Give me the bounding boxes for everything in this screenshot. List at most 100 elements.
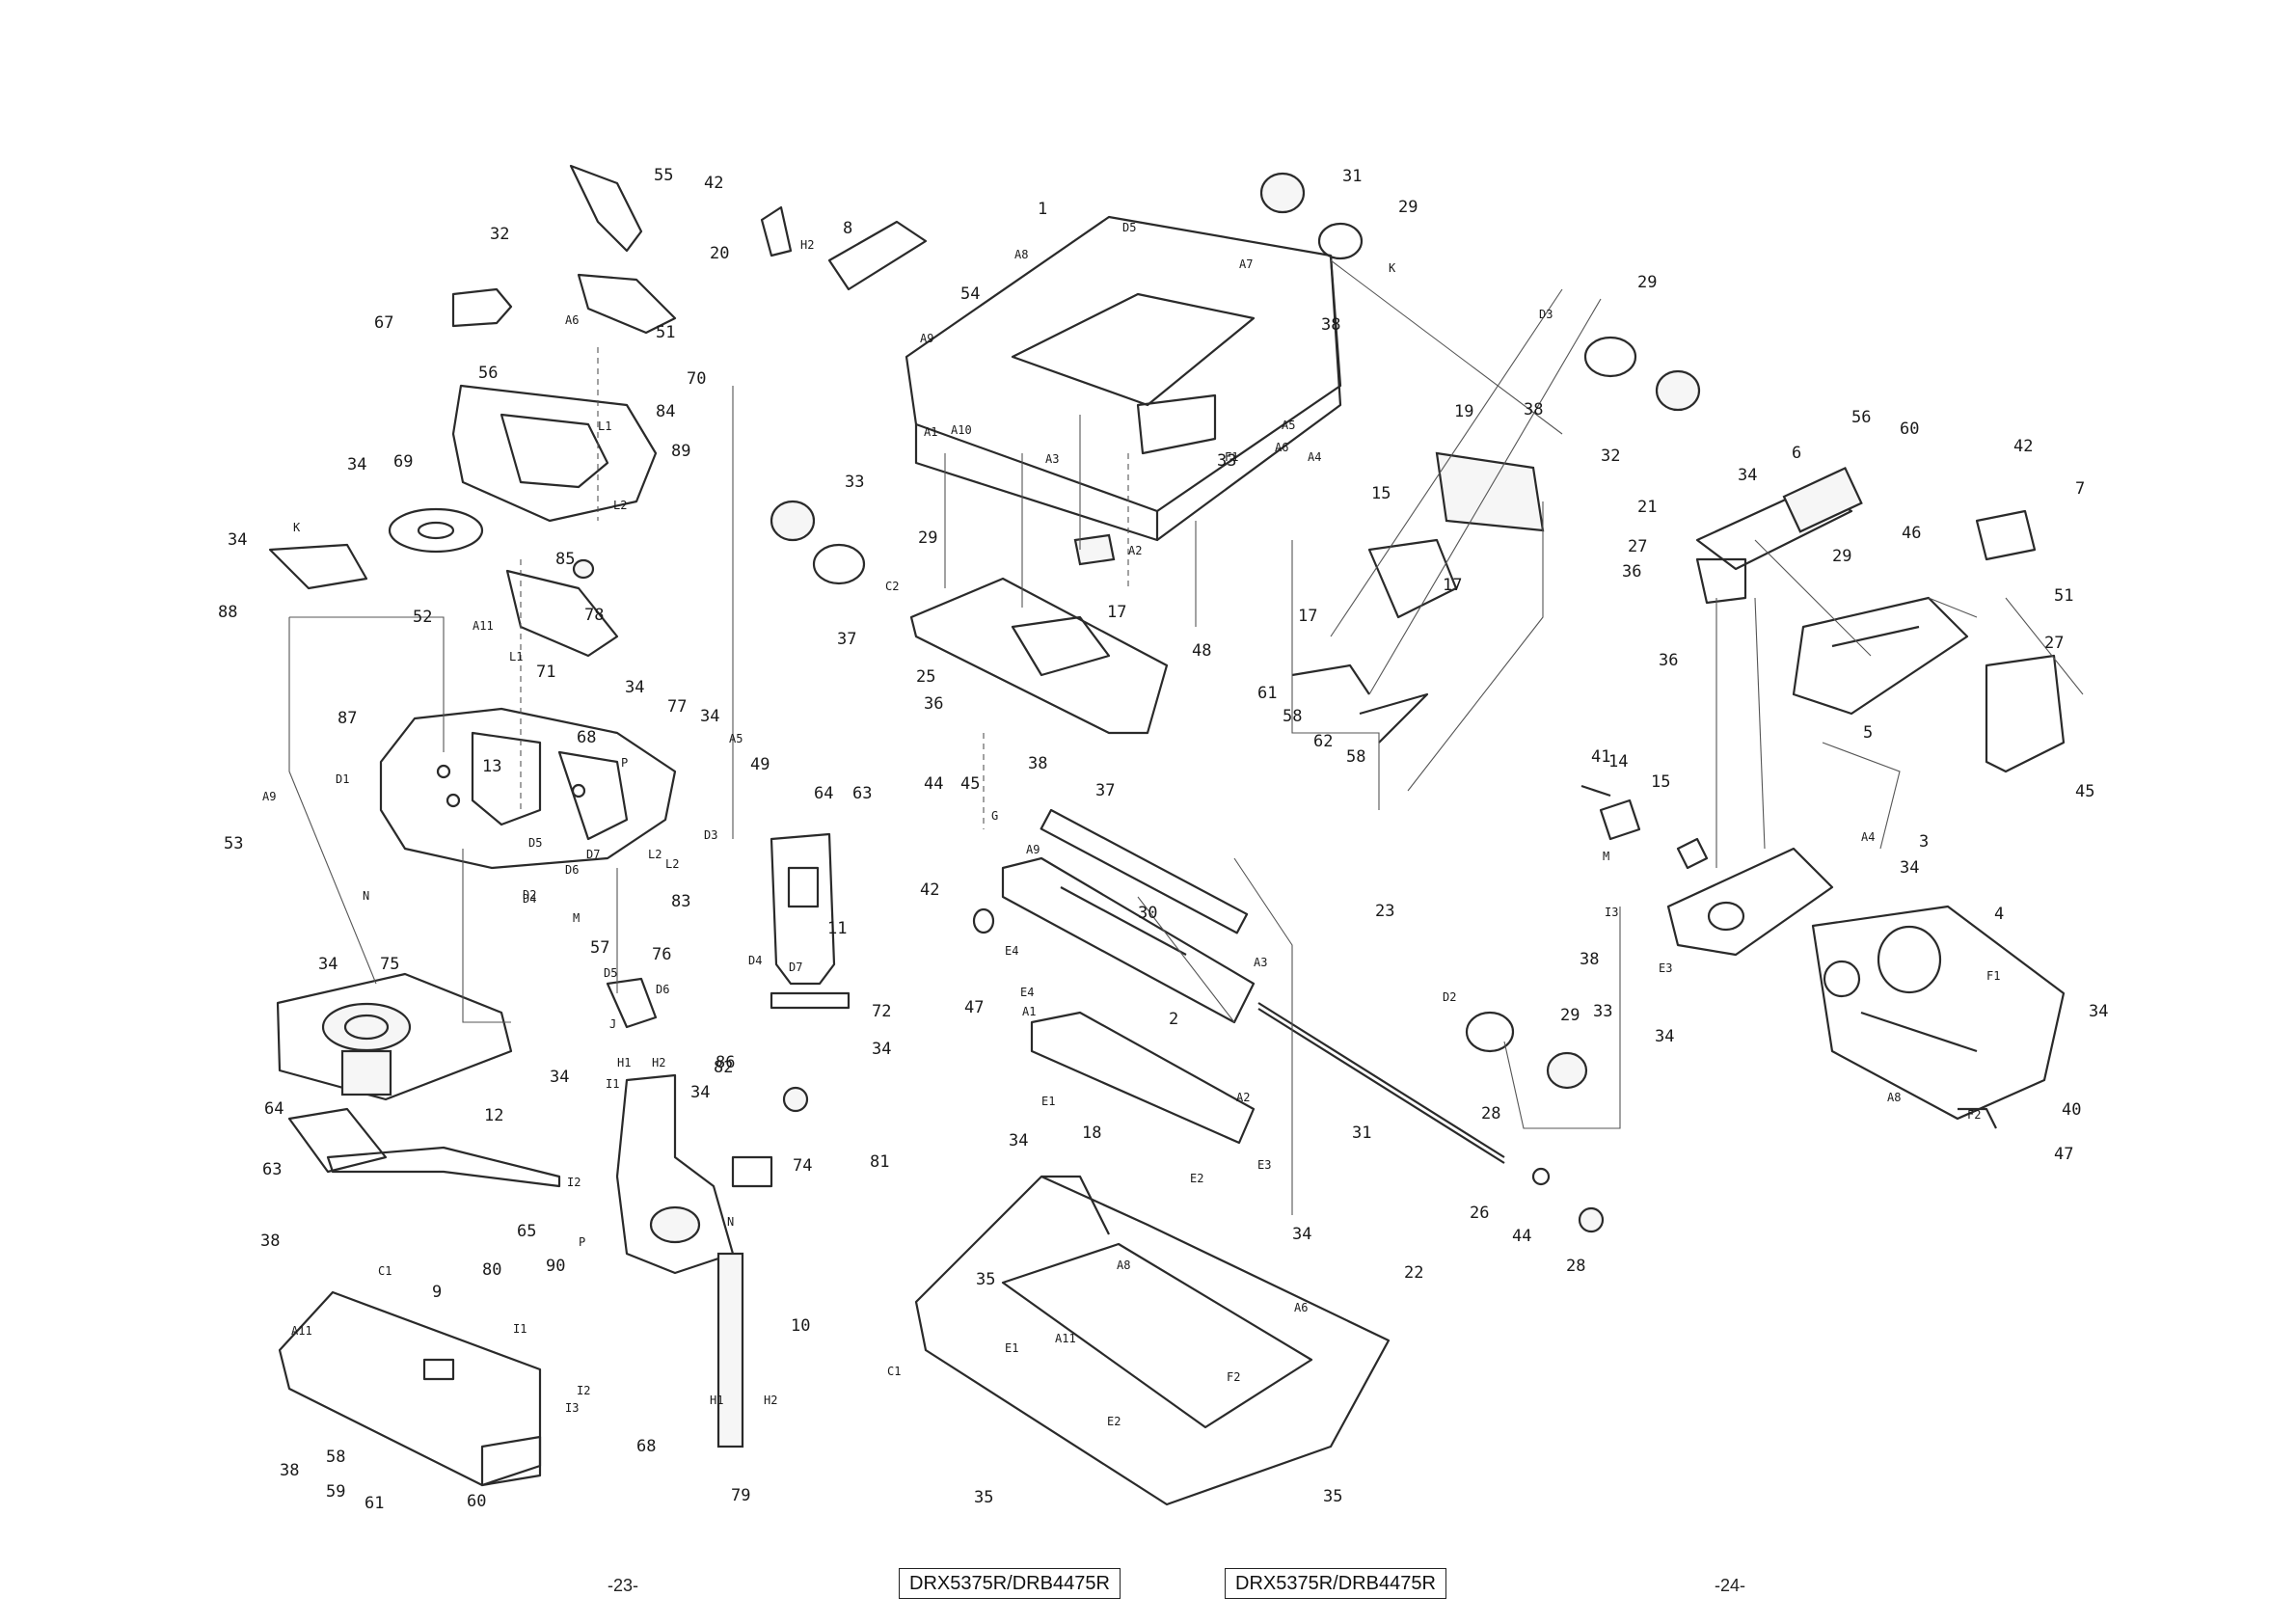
part-label: 17 bbox=[1443, 576, 1462, 595]
ref-label: I1 bbox=[513, 1322, 527, 1336]
part-label: 34 bbox=[700, 707, 719, 726]
part-label: 11 bbox=[827, 919, 847, 938]
ref-label: A7 bbox=[1239, 257, 1253, 271]
part-label: 19 bbox=[1454, 402, 1473, 421]
ref-label: A1 bbox=[924, 425, 937, 439]
ref-label: D1 bbox=[336, 772, 349, 786]
part-label: 89 bbox=[671, 442, 690, 461]
part-label: 64 bbox=[264, 1099, 284, 1119]
ref-label: A2 bbox=[1128, 544, 1142, 557]
part-label: 6 bbox=[1792, 444, 1801, 463]
part-label: 51 bbox=[656, 323, 675, 342]
part-label: 56 bbox=[1851, 408, 1871, 427]
ref-label: P bbox=[621, 756, 628, 770]
ref-label: D6 bbox=[656, 983, 669, 996]
ref-label: N bbox=[727, 1215, 734, 1229]
part-label: 34 bbox=[318, 955, 338, 974]
part-label: 42 bbox=[704, 174, 723, 193]
ref-label: A11 bbox=[473, 619, 494, 633]
ref-label: D4 bbox=[748, 954, 762, 967]
part-label: 34 bbox=[1292, 1225, 1311, 1244]
part-label: 29 bbox=[918, 528, 937, 548]
bracket-5-assembly bbox=[1792, 509, 2037, 716]
ref-label: L1 bbox=[598, 420, 611, 433]
part-label: 25 bbox=[916, 667, 935, 687]
ref-label: A3 bbox=[1254, 956, 1267, 969]
part-label: 49 bbox=[750, 755, 770, 774]
ref-label: A3 bbox=[1045, 452, 1059, 466]
small-parts-right bbox=[1580, 784, 1997, 1129]
ref-label: A4 bbox=[1308, 450, 1321, 464]
part-label: 37 bbox=[837, 630, 856, 649]
ref-label: P bbox=[579, 1235, 585, 1249]
ref-label: F2 bbox=[1967, 1108, 1981, 1122]
part-label: 4 bbox=[1994, 905, 2004, 924]
part-label: 58 bbox=[1346, 747, 1365, 767]
part-label: 76 bbox=[652, 945, 671, 964]
ref-label: I3 bbox=[565, 1401, 579, 1415]
part-label: 20 bbox=[710, 244, 729, 263]
part-label: 2 bbox=[1169, 1010, 1178, 1029]
ref-label: I1 bbox=[606, 1077, 619, 1091]
part-label: 9 bbox=[432, 1283, 442, 1302]
ref-label: D5 bbox=[604, 966, 617, 980]
ref-label: F1 bbox=[1225, 450, 1238, 464]
part-label: 60 bbox=[467, 1492, 486, 1511]
ref-label: D6 bbox=[565, 863, 579, 877]
part-label: 58 bbox=[326, 1448, 345, 1467]
ref-label: D5 bbox=[1122, 221, 1136, 234]
ref-label: L1 bbox=[509, 650, 523, 663]
ref-label: H2 bbox=[652, 1056, 665, 1069]
main-frame-1 bbox=[905, 215, 1342, 542]
part-label: 59 bbox=[326, 1482, 345, 1502]
ref-label: A9 bbox=[262, 790, 276, 803]
part-label: 56 bbox=[478, 364, 498, 383]
part-label: 28 bbox=[1566, 1257, 1585, 1276]
part-label: 23 bbox=[1375, 902, 1394, 921]
ref-label: D7 bbox=[789, 961, 802, 974]
part-label: 82 bbox=[714, 1058, 733, 1077]
part-label: 68 bbox=[636, 1437, 656, 1456]
ref-label: M bbox=[573, 911, 580, 925]
part-label: 34 bbox=[872, 1040, 891, 1059]
ref-label: A8 bbox=[1117, 1259, 1130, 1272]
page-number-right: -24- bbox=[1715, 1576, 1746, 1595]
part-label: 33 bbox=[1217, 451, 1236, 471]
part-label: 47 bbox=[2054, 1145, 2073, 1164]
part-label: 15 bbox=[1371, 484, 1391, 503]
part-label: 45 bbox=[960, 774, 980, 794]
part-label: 31 bbox=[1352, 1123, 1371, 1143]
part-label: 32 bbox=[490, 225, 509, 244]
ref-label: A4 bbox=[1861, 830, 1875, 844]
ref-label: E3 bbox=[1257, 1158, 1271, 1172]
ref-label: C1 bbox=[378, 1264, 392, 1278]
part-label: 3 bbox=[1919, 832, 1929, 852]
ref-label: A6 bbox=[1275, 441, 1288, 454]
ref-label: L2 bbox=[613, 499, 627, 512]
part-label: 28 bbox=[1481, 1104, 1500, 1123]
ref-label: E3 bbox=[1659, 961, 1672, 975]
part-label: 34 bbox=[550, 1068, 569, 1087]
part-label: 44 bbox=[924, 774, 943, 794]
part-label: 36 bbox=[1659, 651, 1678, 670]
part-label: 47 bbox=[964, 998, 984, 1017]
part-label: 8 bbox=[843, 219, 852, 238]
part-label: 88 bbox=[218, 603, 237, 622]
small-parts-center bbox=[760, 172, 1701, 1233]
shaft-31 bbox=[1257, 1002, 1505, 1164]
part-label: 35 bbox=[976, 1270, 995, 1289]
ref-label: H1 bbox=[710, 1394, 723, 1407]
part-label: 38 bbox=[1524, 400, 1543, 420]
part-label: 79 bbox=[731, 1486, 750, 1505]
ref-label: C1 bbox=[887, 1365, 901, 1378]
part-label: 74 bbox=[793, 1156, 812, 1176]
ref-label: D3 bbox=[704, 828, 717, 842]
part-label: 17 bbox=[1107, 603, 1126, 622]
part-label: 46 bbox=[1902, 524, 1921, 543]
ref-label: H1 bbox=[617, 1056, 631, 1069]
part-label: 12 bbox=[484, 1106, 503, 1125]
part-label: 13 bbox=[482, 757, 501, 776]
ref-label: A9 bbox=[1026, 843, 1040, 856]
ref-label: A6 bbox=[1294, 1301, 1308, 1314]
part-label: 63 bbox=[262, 1160, 282, 1179]
